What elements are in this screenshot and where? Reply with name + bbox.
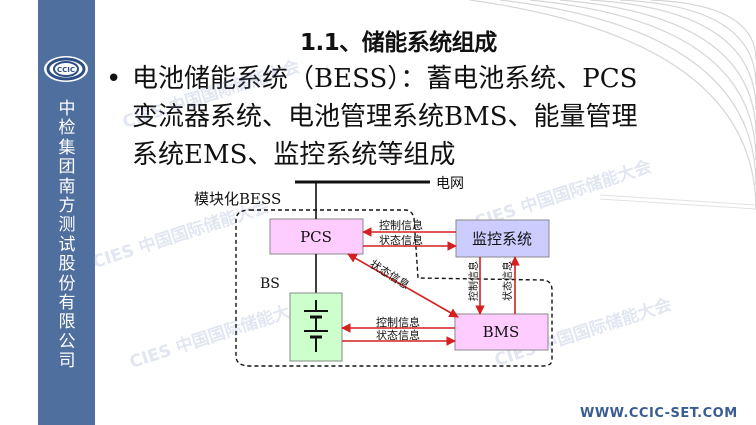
bs-bms-label-bottom: 状态信息 (376, 328, 420, 342)
company-char: 方 (58, 196, 76, 217)
company-char: 有 (58, 293, 76, 314)
bullet-line: 系统EMS、监控系统等组成 (132, 140, 456, 170)
pcs-bms-label: 状态信息 (367, 257, 412, 292)
company-name: 中 检 集 团 南 方 测 试 股 份 有 限 公 司 (57, 99, 77, 372)
monitor-bms-label-right: 状态信息 (501, 261, 514, 301)
monitor-label: 监控系统 (472, 230, 532, 248)
bullet-line: 电池储能系统（BESS）：蓄电池系统、PCS (132, 64, 638, 94)
company-char: 中 (58, 99, 76, 119)
grid-label: 电网 (436, 176, 464, 192)
module-boundary (235, 209, 553, 367)
pcs-bms-arrow (347, 253, 459, 318)
module-label: 模块化BESS (194, 190, 281, 208)
bullet-line: 变流器系统、电池管理系统BMS、能量管理 (132, 102, 638, 132)
bs-label: BS (260, 276, 280, 292)
company-char: 公 (58, 331, 76, 352)
monitor-bms-label-left: 控制信息 (467, 261, 480, 301)
bullet-item: • 电池储能系统（BESS）：蓄电池系统、PCS 变流器系统、电池管理系统BMS… (106, 60, 721, 174)
company-char: 份 (58, 273, 76, 294)
monitor-box (455, 219, 550, 258)
pcs-monitor-label-bottom: 状态信息 (379, 233, 423, 247)
slide-title: 1.1、储能系统组成 (300, 30, 497, 56)
logo-text: CCIC (57, 66, 75, 74)
company-char: 股 (58, 254, 76, 275)
bms-label: BMS (483, 323, 520, 341)
company-char: 南 (58, 176, 76, 197)
pcs-label: PCS (300, 228, 332, 246)
company-char: 限 (58, 312, 76, 333)
company-char: 检 (58, 118, 76, 139)
bms-box (454, 313, 549, 351)
bess-diagram: 电网 模块化BESS PCS 监控系统 BS BMS (194, 176, 553, 367)
bullet-dot-icon: • (106, 64, 122, 94)
bs-bms-label-top: 控制信息 (376, 315, 420, 329)
company-char: 集 (58, 137, 76, 158)
ccic-logo: CCIC (44, 56, 88, 82)
footer-url: WWW.CCIC-SET.COM (580, 406, 738, 421)
company-char: 团 (58, 157, 76, 178)
company-char: 试 (58, 234, 76, 255)
pcs-monitor-label-top: 控制信息 (379, 218, 423, 232)
company-char: 司 (58, 351, 76, 372)
battery-icon (304, 300, 328, 352)
company-char: 测 (58, 215, 76, 236)
